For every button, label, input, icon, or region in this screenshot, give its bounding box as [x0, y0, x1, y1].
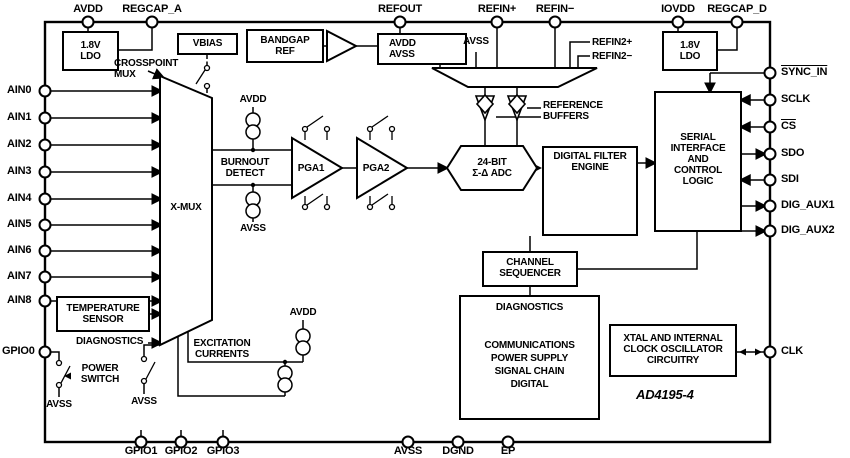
channel-sequencer-label: CHANNEL SEQUENCER [499, 257, 561, 279]
pin-label-ep: EP [500, 445, 516, 457]
current-source-symbols [245, 112, 311, 393]
vbias-box [177, 33, 238, 55]
chip-boundary [43, 20, 772, 444]
pin-label-gpio2: GPIO2 [164, 445, 198, 457]
pin-label-ain4: AIN4 [7, 192, 32, 204]
excitation-currents-label: EXCITATION CURRENTS [193, 338, 251, 360]
diagnostics-arrow-label: DIAGNOSTICS [76, 336, 144, 347]
pin-label-cs: CS [781, 120, 796, 132]
diagnostics-box [459, 295, 600, 420]
pin-label-ain1: AIN1 [7, 111, 32, 123]
ref-sources-label: AVDD AVSS [389, 38, 416, 60]
serial-interface-label: SERIAL INTERFACE AND CONTROL LOGIC [670, 132, 726, 187]
pin-label-refin-minus: REFIN− [535, 3, 575, 15]
channel-sequencer-box [482, 251, 578, 287]
xmux-shape [159, 74, 213, 347]
pin-label-refin-plus: REFIN+ [477, 3, 517, 15]
reference-buffer-symbols [474, 93, 528, 123]
power-switch-avss1-label: AVSS [46, 399, 72, 410]
diagnostics-box-body: COMMUNICATIONS POWER SUPPLY SIGNAL CHAIN… [484, 340, 575, 390]
refin2-plus-label: REFIN2+ [592, 37, 633, 48]
pin-label-gpio3: GPIO3 [206, 445, 240, 457]
pin-label-regcap-d: REGCAP_D [707, 3, 767, 15]
power-switch-avss2-label: AVSS [131, 396, 157, 407]
bandgap-label: BANDGAP REF [260, 35, 310, 57]
reference-mux-shape [431, 67, 598, 88]
pga1-triangle [291, 136, 344, 200]
burnout-avdd-label: AVDD [239, 94, 267, 105]
junction-dots [250, 147, 288, 365]
excitation-avdd-label: AVDD [289, 307, 317, 318]
vbias-label: VBIAS [192, 38, 223, 49]
ldo-d-box [662, 31, 718, 71]
pin-label-dgnd: DGND [442, 445, 474, 457]
ldo-a-label: 1.8V LDO [80, 40, 101, 62]
temperature-sensor-label: TEMPERATURE SENSOR [66, 303, 140, 325]
xtal-oscillator-label: XTAL AND INTERNAL CLOCK OSCILLATOR CIRCU… [623, 333, 723, 366]
ldo-a-box [62, 31, 119, 71]
pin-label-ain6: AIN6 [7, 244, 32, 256]
crosspoint-mux-label: CROSSPOINT MUX [114, 58, 179, 80]
diagnostics-box-title: DIAGNOSTICS [495, 302, 564, 313]
serial-interface-box [654, 91, 742, 232]
pin-label-ain7: AIN7 [7, 270, 32, 282]
pin-label-gpio0: GPIO0 [2, 345, 35, 357]
pin-label-sclk: SCLK [781, 93, 811, 105]
pin-label-dig-aux1: DIG_AUX1 [781, 199, 835, 211]
pin-label-clk: CLK [781, 345, 804, 357]
pin-label-sync-in: SYNC_IN [781, 66, 828, 78]
pin-label-ain5: AIN5 [7, 218, 32, 230]
pga2-triangle [356, 136, 409, 200]
pga1-label: PGA1 [297, 163, 325, 174]
pin-label-ain2: AIN2 [7, 138, 32, 150]
burnout-detect-label: BURNOUT DETECT [220, 157, 270, 179]
pin-label-regcap-a: REGCAP_A [122, 3, 182, 15]
switch-symbols [55, 64, 396, 389]
pin-label-sdo: SDO [781, 147, 805, 159]
burnout-avss-label: AVSS [240, 223, 266, 234]
wires [45, 22, 764, 442]
pin-label-ain0: AIN0 [7, 84, 32, 96]
xtal-oscillator-box [609, 324, 737, 377]
bandgap-box [246, 29, 324, 63]
reference-buffers-label: REFERENCE BUFFERS [543, 100, 603, 122]
pin-label-avss-bottom: AVSS [393, 445, 423, 457]
ldo-d-label: 1.8V LDO [679, 40, 701, 62]
filter-engine-box [542, 146, 638, 236]
pga2-label: PGA2 [362, 163, 390, 174]
power-switch-label: POWER SWITCH [80, 363, 120, 385]
pin-label-avdd-top: AVDD [73, 3, 103, 15]
pin-label-ain3: AIN3 [7, 165, 32, 177]
pin-label-sdi: SDI [781, 173, 799, 185]
part-number: AD4195-4 [636, 387, 694, 402]
pin-label-dig-aux2: DIG_AUX2 [781, 224, 835, 236]
pin-label-refout: REFOUT [377, 3, 423, 15]
ref-sources-box [377, 33, 467, 65]
pin-label-gpio1: GPIO1 [124, 445, 158, 457]
xmux-label: X-MUX [170, 202, 202, 213]
adc-hexagon [445, 145, 539, 191]
pin-label-iovdd: IOVDD [661, 3, 695, 15]
bandgap-amp-triangle [326, 29, 359, 63]
pin-label-ain8: AIN8 [7, 294, 32, 306]
adc-label: 24-BIT Σ-Δ ADC [472, 157, 512, 179]
pin-circles [38, 15, 777, 449]
refin2-minus-label: REFIN2− [592, 51, 633, 62]
temperature-sensor-box [56, 296, 150, 332]
ref-avss-label: AVSS [463, 36, 489, 47]
filter-engine-label: DIGITAL FILTER ENGINE [553, 151, 627, 173]
